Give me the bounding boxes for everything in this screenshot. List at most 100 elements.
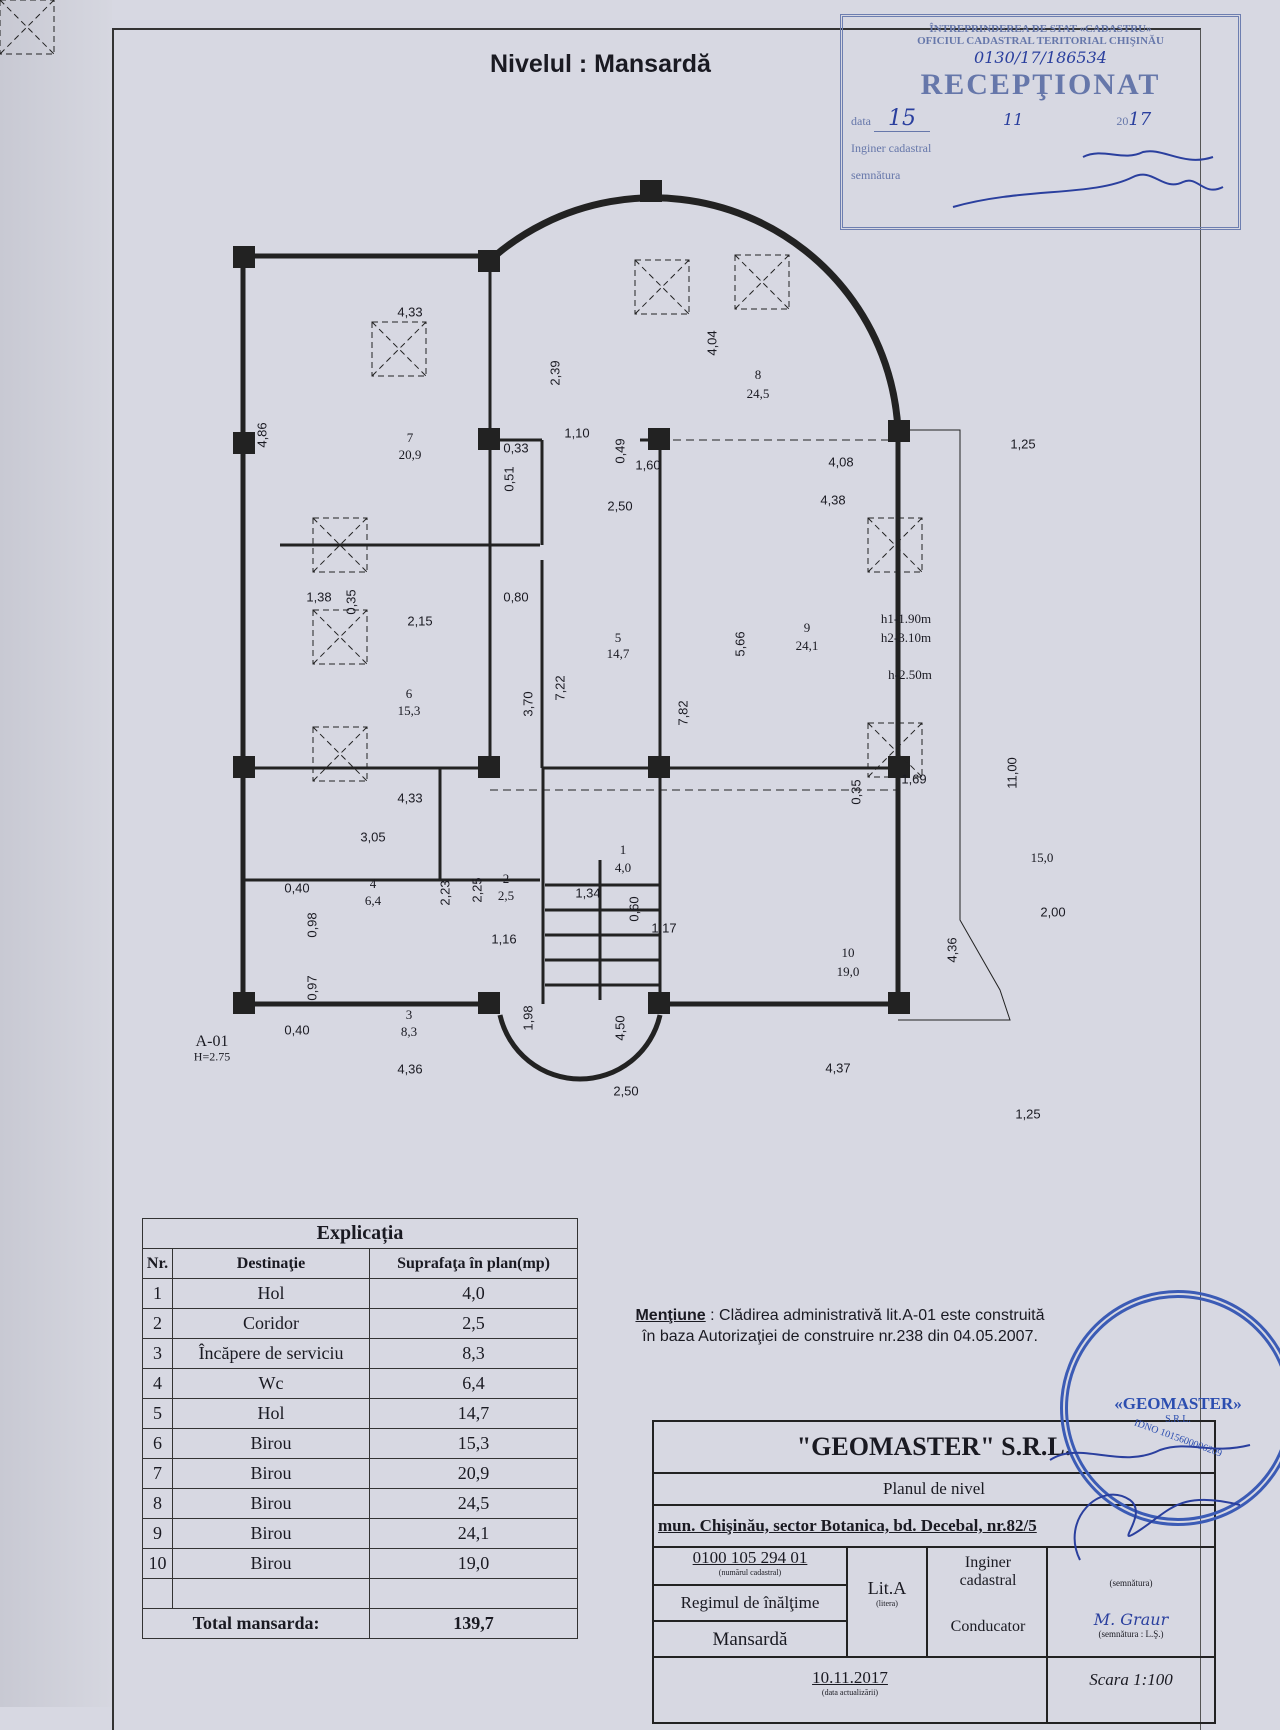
dimension: 0,40	[284, 1022, 310, 1038]
company-name: "GEOMASTER" S.R.L.	[654, 1422, 1214, 1474]
received-stamp: ÎNTREPRINDEREA DE STAT «CADASTRU» OFICIU…	[840, 14, 1241, 230]
mention-text: : Clădirea administrativă lit.A-01 este …	[642, 1307, 1045, 1345]
stamp-year: 17	[1128, 109, 1152, 130]
dimension: 0,80	[503, 589, 529, 605]
update-date: 10.11.2017	[812, 1668, 888, 1687]
height-regime: Mansardă	[712, 1629, 788, 1650]
dimension: 0,60	[626, 896, 642, 922]
row-area: 20,9	[369, 1458, 578, 1489]
room-6-number: 6	[405, 686, 413, 701]
letter: Lit.A	[867, 1578, 907, 1598]
dimension: 4,50	[612, 1015, 628, 1041]
room-7-area: 20,9	[398, 447, 422, 462]
stamp-day: 15	[874, 106, 930, 132]
room-2-area: 2,5	[497, 888, 515, 903]
mention-note: Menţiune : Clădirea administrativă lit.A…	[630, 1305, 1050, 1347]
manager-caption: (semnătura : L.Ş.)	[1098, 1629, 1164, 1639]
page-edge-shadow	[0, 0, 112, 1707]
stamp-number: 0130/17/186534	[974, 48, 1107, 67]
dimension: 0,97	[304, 975, 320, 1001]
room-6-area: 15,3	[397, 703, 421, 718]
date-caption: (data actualizării)	[821, 1688, 879, 1697]
room-3-number: 3	[405, 1007, 413, 1022]
room-7-number: 7	[406, 430, 414, 445]
title-block: "GEOMASTER" S.R.L. Planul de nivel mun. …	[652, 1420, 1216, 1724]
dimension: 0,40	[284, 880, 310, 896]
dimension: 4,36	[397, 1061, 423, 1077]
total-value: 139,7	[369, 1608, 578, 1639]
room-4-area: 6,4	[364, 893, 382, 908]
address: mun. Chişinău, sector Botanica, bd. Dece…	[654, 1506, 1214, 1548]
stamp-signature-label: semnătura	[851, 168, 901, 182]
row-area: 24,5	[369, 1488, 578, 1519]
row-number: 8	[142, 1488, 173, 1519]
signature-caption: (semnătura)	[1109, 1578, 1153, 1588]
scale: Scara 1:100	[1048, 1656, 1214, 1722]
row-number: 5	[142, 1398, 173, 1429]
dimension: 1,25	[1015, 1106, 1041, 1122]
company-seal: «GEOMASTER» S.R.L. IDNO 1015600006209	[1060, 1290, 1280, 1526]
dimension: 4,37	[825, 1060, 851, 1076]
row-area: 6,4	[369, 1368, 578, 1399]
row-destination: Hol	[171, 1278, 371, 1309]
row-destination: Birou	[171, 1518, 371, 1549]
total-label: Total mansarda:	[141, 1608, 371, 1639]
row-number: 3	[142, 1338, 173, 1369]
manager-name: M. Graur	[1093, 1610, 1169, 1629]
dimension: 4,38	[820, 492, 846, 508]
cadastral-caption: (numărul cadastral)	[718, 1568, 782, 1577]
room-2-number: 2	[502, 871, 510, 886]
dashed-lines	[490, 439, 900, 791]
dimension: 7,82	[675, 700, 691, 726]
dimension: 4,33	[397, 304, 423, 320]
dimension: 2,23	[437, 880, 453, 906]
row-number: 4	[142, 1368, 173, 1399]
dimension: 3,70	[520, 691, 536, 717]
dimension: 1,60	[635, 457, 661, 473]
engineer-label: Inginer cadastral	[959, 1554, 1017, 1589]
dimension: 4,36	[944, 937, 960, 963]
dimension: 2,50	[607, 498, 633, 514]
dimension: 2,00	[1040, 904, 1066, 920]
stamp-year-prefix: 20	[1116, 114, 1129, 128]
seal-name: «GEOMASTER»	[1114, 1394, 1242, 1413]
dimension: 2,39	[547, 360, 563, 386]
dimension: 2,15	[407, 613, 433, 629]
dimension: 5,66	[732, 631, 748, 657]
stamp-status: RECEPŢIONAT	[920, 68, 1161, 101]
row-number: 9	[142, 1518, 173, 1549]
stamp-month: 11	[1003, 110, 1024, 129]
dimension: 4,33	[397, 790, 423, 806]
row-area: 19,0	[369, 1548, 578, 1579]
row-area: 15,3	[369, 1428, 578, 1459]
row-destination: Birou	[171, 1548, 371, 1579]
row-area: 2,5	[369, 1308, 578, 1339]
row-destination: Încăpere de serviciu	[171, 1338, 371, 1369]
height-h1: h1-1.90m	[880, 611, 932, 626]
dimension: 0,49	[612, 438, 628, 464]
row-area: 14,7	[369, 1398, 578, 1429]
building-label: A-01	[195, 1033, 229, 1050]
drawing-frame	[112, 28, 1201, 1730]
stamp-line2: OFICIUL CADASTRAL TERITORIAL CHIŞINĂU	[917, 35, 1164, 47]
stamp-engineer-label: Inginer cadastral	[851, 141, 932, 155]
skylights	[0, 0, 923, 782]
dimension: 4,04	[704, 330, 720, 356]
dimension: 2,50	[613, 1083, 639, 1099]
dimension: 0,35	[343, 589, 359, 615]
room-9-area: 24,1	[795, 638, 819, 653]
dimension: 1,69	[901, 771, 927, 787]
row-area: 8,3	[369, 1338, 578, 1369]
dimension: 2,25	[469, 877, 485, 903]
room-4-number: 4	[369, 876, 377, 891]
dimension: 0,51	[501, 466, 517, 492]
dimension: 1,34	[575, 885, 601, 901]
row-destination: Birou	[171, 1428, 371, 1459]
signature-icon	[952, 150, 1224, 208]
